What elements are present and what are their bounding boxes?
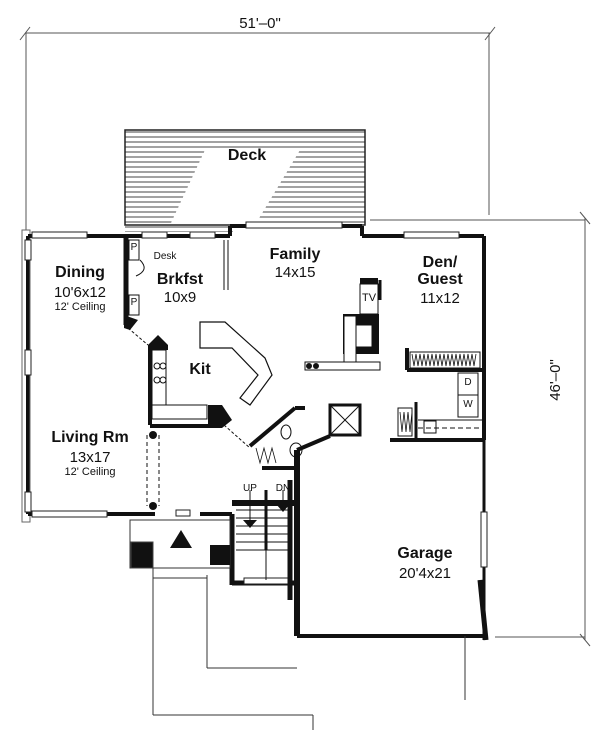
dining-name: Dining — [55, 264, 105, 281]
breakfast-size: 10x9 — [163, 289, 197, 306]
den-name-line2: Guest — [417, 271, 463, 288]
living-size: 13x17 — [69, 449, 111, 466]
breakfast-name: Brkfst — [156, 271, 204, 288]
deck — [124, 129, 366, 232]
dining-note: 12' Ceiling — [54, 301, 106, 313]
den-name-line1: Den/ — [422, 254, 458, 271]
dining-size: 10'6x12 — [53, 284, 107, 301]
overall-depth-label: 46'–0" — [547, 359, 564, 401]
den-size: 11x12 — [420, 290, 460, 307]
entry-porch — [129, 519, 466, 730]
family-name: Family — [269, 246, 321, 263]
pantry-label-bottom: P — [130, 297, 138, 308]
desk-label: Desk — [153, 251, 177, 262]
windows — [24, 221, 488, 585]
kitchen-name: Kit — [189, 361, 211, 378]
dimension-depth — [370, 211, 591, 647]
deck-label: Deck — [227, 147, 267, 164]
interior-walls — [123, 236, 484, 600]
living-name: Living Rm — [51, 429, 129, 446]
stairs-up-label: UP — [243, 483, 257, 494]
dimension-width — [19, 26, 496, 230]
dryer-label: D — [464, 377, 472, 388]
garage-size: 20'4x21 — [398, 565, 452, 582]
stairs-down-label: DN — [275, 483, 291, 494]
tv-label: TV — [361, 292, 377, 304]
living-note: 12' Ceiling — [64, 466, 116, 478]
washer-label: W — [463, 399, 473, 410]
family-size: 14x15 — [274, 264, 316, 281]
pantry-label-top: P — [130, 242, 138, 253]
garage-name: Garage — [397, 545, 453, 562]
overall-width-label: 51'–0" — [239, 15, 281, 32]
